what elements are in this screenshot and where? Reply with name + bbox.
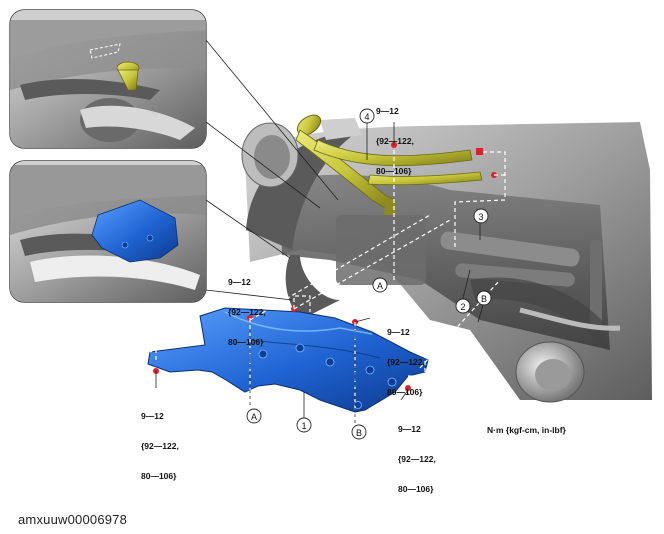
- torque-kgf: {92—122,: [387, 357, 425, 367]
- callout-ref-a-lower: A: [246, 408, 262, 424]
- torque-label-bottom-right: 9—12 {92—122, 80—106}: [398, 404, 436, 504]
- torque-value: 9—12: [387, 327, 410, 337]
- vehicle-underbody-illustration: [241, 118, 652, 403]
- torque-value: 9—12: [228, 277, 251, 287]
- callout-ref-b-lower: B: [351, 424, 367, 440]
- inset-detail-upper: [9, 9, 207, 149]
- splash-shield: [147, 307, 429, 413]
- torque-kgf: {92—122,: [141, 441, 179, 451]
- torque-lbf: 80—106}: [398, 484, 434, 494]
- svg-text:1: 1: [301, 421, 306, 431]
- torque-kgf: {92—122,: [228, 307, 266, 317]
- image-code: amxuuw00006978: [18, 512, 128, 527]
- torque-lbf: 80—106}: [228, 337, 264, 347]
- torque-units-note: N·m {kgf-cm, in-lbf}: [487, 425, 566, 435]
- svg-text:2: 2: [460, 302, 465, 312]
- torque-kgf: {92—122,: [376, 136, 414, 146]
- callout-part-3: 3: [473, 208, 489, 224]
- torque-lbf: 80—106}: [387, 387, 423, 397]
- callout-ref-b-upper: B: [476, 290, 492, 306]
- torque-value: 9—12: [398, 424, 421, 434]
- torque-value: 9—12: [141, 411, 164, 421]
- dashed-guides-dark: [249, 330, 356, 425]
- torque-value: 9—12: [376, 106, 399, 116]
- svg-text:B: B: [356, 428, 362, 438]
- svg-text:4: 4: [364, 112, 369, 122]
- torque-label-top: 9—12 {92—122, 80—106}: [376, 86, 414, 186]
- callout-part-2: 2: [455, 298, 471, 314]
- leader-lines: [155, 39, 484, 418]
- svg-text:A: A: [251, 412, 257, 422]
- torque-label-bottom-left: 9—12 {92—122, 80—106}: [141, 391, 179, 491]
- inset-detail-lower: [9, 160, 207, 303]
- svg-text:A: A: [377, 281, 383, 291]
- torque-label-center: 9—12 {92—122, 80—106}: [387, 307, 425, 407]
- svg-text:B: B: [481, 294, 487, 304]
- svg-text:3: 3: [478, 212, 483, 222]
- torque-lbf: 80—106}: [141, 471, 177, 481]
- callout-ref-a-upper: A: [372, 277, 388, 293]
- torque-kgf: {92—122,: [398, 454, 436, 464]
- torque-label-left: 9—12 {92—122, 80—106}: [228, 257, 266, 357]
- torque-lbf: 80—106}: [376, 166, 412, 176]
- callout-part-4: 4: [359, 108, 375, 124]
- fuel-filler-pipe: [295, 114, 483, 215]
- callout-part-1: 1: [296, 417, 312, 433]
